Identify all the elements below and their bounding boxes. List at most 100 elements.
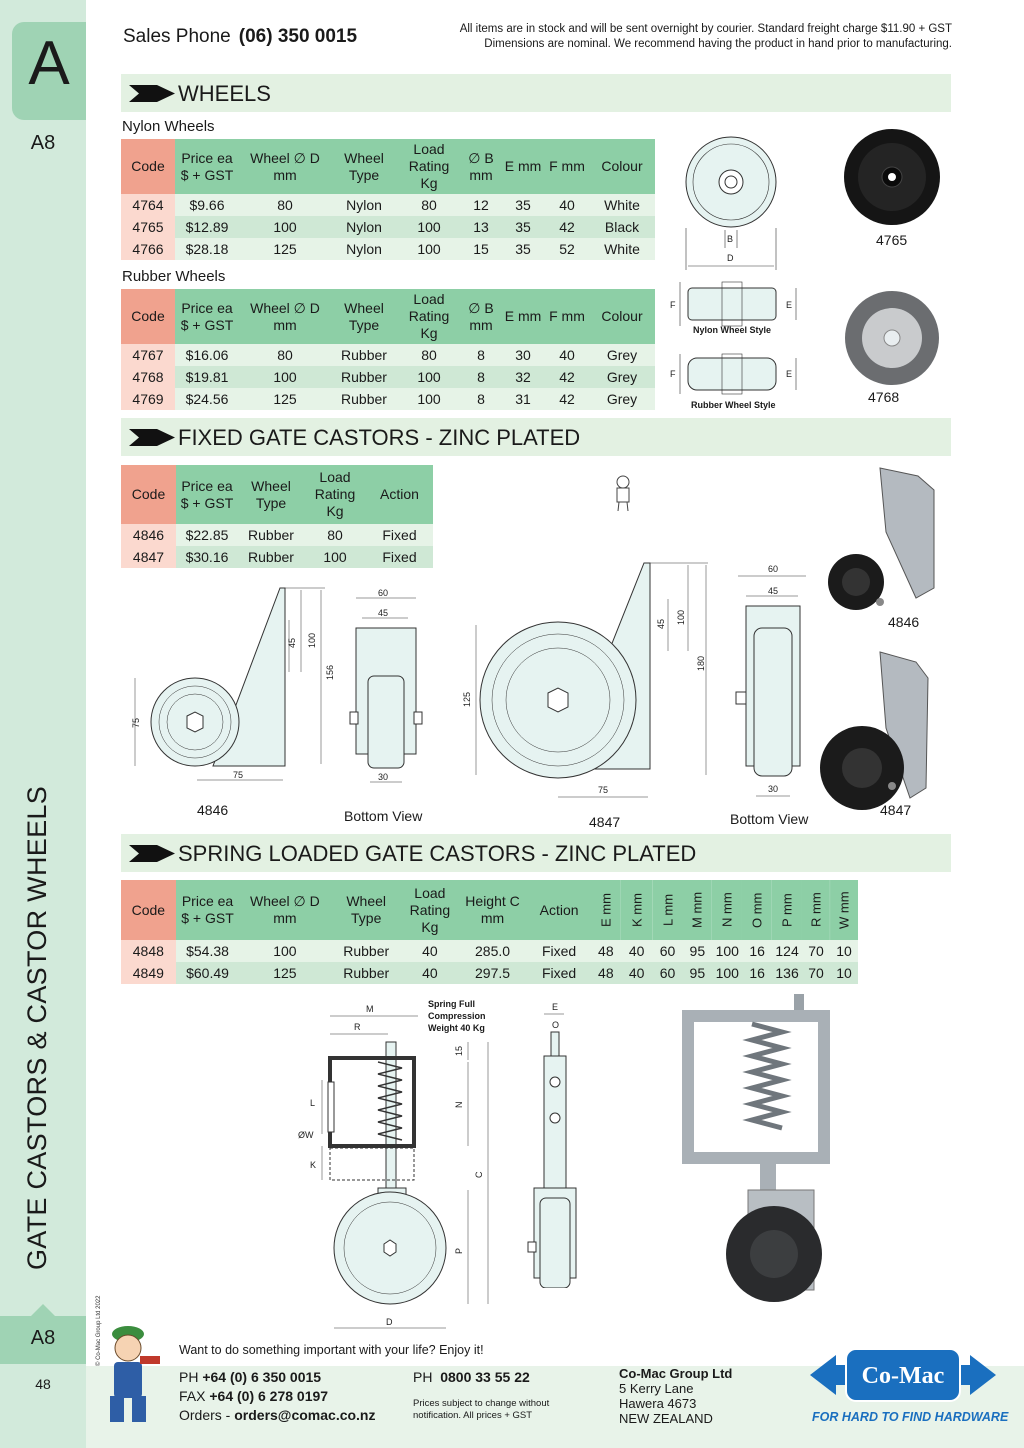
col-type: Wheel Type <box>238 465 304 524</box>
section-wheels: WHEELS <box>121 74 951 112</box>
dim-30-b: 30 <box>768 784 778 794</box>
fixed-castor-table: Code Price ea $ + GST Wheel Type Load Ra… <box>121 465 433 568</box>
spring-castor-table: Code Price ea $ + GST Wheel ∅ D mm Wheel… <box>121 880 858 984</box>
mascot-sketch-icon <box>616 475 630 512</box>
col-code: Code <box>121 465 176 524</box>
page-number: 48 <box>35 1376 51 1392</box>
caption-4846-photo: 4846 <box>888 614 920 630</box>
orders-email-link[interactable]: orders@comac.co.nz <box>234 1407 376 1423</box>
dim-r: R <box>354 1022 361 1032</box>
dim-e-rubber: E <box>786 369 792 379</box>
dim-f: F <box>670 300 676 310</box>
col-colour: Colour <box>589 289 655 344</box>
company-address: Co-Mac Group Ltd 5 Kerry Lane Hawera 467… <box>619 1366 733 1426</box>
col-k: K mm <box>620 880 653 940</box>
castor-photo-4846 <box>828 467 935 610</box>
dim-w: ØW <box>298 1130 314 1140</box>
section-fixed-castors: FIXED GATE CASTORS - ZINC PLATED <box>121 418 951 456</box>
tagline: Want to do something important with your… <box>179 1343 484 1357</box>
col-load: Load Rating Kg <box>304 465 366 524</box>
drawing-4846-side: 45 100 156 75 75 <box>131 587 335 781</box>
dim-p: P <box>454 1248 464 1254</box>
col-e: E mm <box>590 880 621 940</box>
wheel-photo-grey <box>845 291 939 385</box>
col-action: Action <box>366 465 433 524</box>
col-b: ∅ B mm <box>461 289 501 344</box>
dim-156: 156 <box>325 665 335 680</box>
col-diameter: Wheel ∅ D mm <box>239 289 331 344</box>
dim-100-b: 100 <box>676 610 686 625</box>
dim-m: M <box>366 1004 374 1014</box>
dim-l: L <box>310 1098 315 1108</box>
page-code-bottom: A8 <box>30 1327 56 1349</box>
dim-75-height: 75 <box>131 718 141 728</box>
notice-line-1: All items are in stock and will be sent … <box>459 23 952 35</box>
section-tab[interactable]: A <box>12 22 86 120</box>
sales-label: Sales Phone <box>123 26 231 47</box>
col-diameter: Wheel ∅ D mm <box>239 139 331 194</box>
dim-75-b: 75 <box>598 785 608 795</box>
col-price: Price ea $ + GST <box>175 880 240 940</box>
dim-b: B <box>727 234 733 244</box>
page-code-top: A8 <box>30 132 56 154</box>
wheel-dimension-diagram: B D F E F E <box>670 136 797 395</box>
col-e: E mm <box>501 289 545 344</box>
freephone-link[interactable]: 0800 33 55 22 <box>440 1369 530 1385</box>
dim-100: 100 <box>307 633 317 648</box>
comac-logo[interactable]: Co-Mac <box>810 1345 996 1405</box>
dim-e-spring: E <box>552 1002 558 1012</box>
section-title-fixed: FIXED GATE CASTORS - ZINC PLATED <box>178 425 581 450</box>
col-price: Price ea $ + GST <box>176 465 238 524</box>
dim-d: D <box>727 253 734 263</box>
arrow-icon <box>129 85 175 102</box>
col-colour: Colour <box>589 139 655 194</box>
spring-note: Spring Full Compression Weight 40 Kg <box>428 999 486 1033</box>
caption-4765: 4765 <box>876 232 908 248</box>
dim-k: K <box>310 1160 316 1170</box>
notice-line-2: Dimensions are nominal. We recommend hav… <box>484 38 952 50</box>
page-code-tab[interactable]: A8 <box>0 1304 86 1364</box>
col-l: L mm <box>652 880 683 940</box>
arrow-icon <box>129 429 175 446</box>
dim-e: E <box>786 300 792 310</box>
dim-45-d: 45 <box>768 586 778 596</box>
logo-tagline: FOR HARD TO FIND HARDWARE <box>812 1410 1009 1424</box>
fax-number: +64 (0) 6 278 0197 <box>209 1388 329 1404</box>
dim-30: 30 <box>378 772 388 782</box>
col-f: F mm <box>545 139 589 194</box>
col-type: Wheel Type <box>330 880 402 940</box>
phone-link[interactable]: +64 (0) 6 350 0015 <box>202 1369 322 1385</box>
vertical-category-title: GATE CASTORS & CASTOR WHEELS <box>22 786 52 1270</box>
col-type: Wheel Type <box>331 139 397 194</box>
nylon-style-caption: Nylon Wheel Style <box>693 325 772 335</box>
dim-o: O <box>552 1020 559 1030</box>
col-height: Height C mm <box>457 880 528 940</box>
col-code: Code <box>121 880 176 940</box>
dim-75-width: 75 <box>233 770 243 780</box>
rubber-style-caption: Rubber Wheel Style <box>691 400 776 410</box>
nylon-table: Code Price ea $ + GST Wheel ∅ D mm Wheel… <box>121 139 655 260</box>
rubber-table: Code Price ea $ + GST Wheel ∅ D mm Wheel… <box>121 289 655 410</box>
col-o: O mm <box>742 880 773 940</box>
section-spring-castors: SPRING LOADED GATE CASTORS - ZINC PLATED <box>121 834 951 872</box>
dim-d-spring: D <box>386 1317 393 1327</box>
section-letter: A <box>28 29 70 98</box>
dim-f-rubber: F <box>670 369 676 379</box>
mascot-illustration <box>110 1326 160 1422</box>
dim-125: 125 <box>462 692 472 707</box>
drawing-spring-castor: M R L ØW K 15 N C P D <box>298 1004 489 1329</box>
col-type: Wheel Type <box>331 289 397 344</box>
drawing-spring-side: E O <box>527 1002 577 1288</box>
dim-15: 15 <box>454 1046 464 1056</box>
rubber-wheels-title: Rubber Wheels <box>122 268 226 285</box>
col-price: Price ea $ + GST <box>175 289 239 344</box>
col-diameter: Wheel ∅ D mm <box>239 880 331 940</box>
caption-4846-drawing: 4846 <box>197 802 229 818</box>
sales-number[interactable]: (06) 350 0015 <box>238 26 358 47</box>
freephone: PH 0800 33 55 22 <box>413 1369 530 1385</box>
